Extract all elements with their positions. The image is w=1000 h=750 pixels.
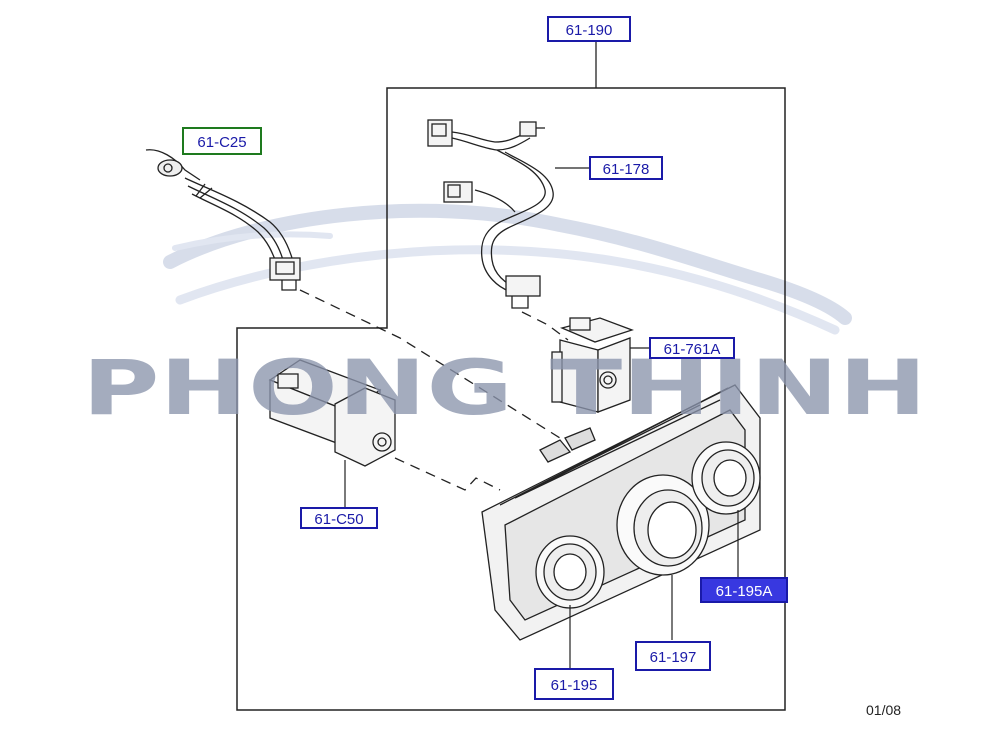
callout-61-761a[interactable]: 61-761A <box>649 337 735 359</box>
switch-c50-drawing <box>268 359 396 467</box>
callout-61-c25[interactable]: 61-C25 <box>182 127 262 155</box>
callout-label-61-c25: 61-C25 <box>197 134 246 151</box>
leader-lines <box>569 510 739 668</box>
watermark-text: PHONG THINH <box>82 343 927 432</box>
callout-61-c50[interactable]: 61-C50 <box>300 507 378 529</box>
actuator-761a-drawing <box>551 317 634 413</box>
assembly-frame <box>236 87 786 711</box>
dashed-guide-lines <box>299 289 569 491</box>
page-number: 01/08 <box>866 702 902 718</box>
harness-178-drawing <box>427 119 554 309</box>
callout-label-61-197: 61-197 <box>650 649 697 666</box>
callout-label-61-761a: 61-761A <box>664 341 721 358</box>
connector-c25-drawing <box>145 149 301 291</box>
callout-61-178[interactable]: 61-178 <box>589 156 663 180</box>
callout-label-61-195a: 61-195A <box>716 583 773 600</box>
callout-label-61-195: 61-195 <box>551 677 598 694</box>
callout-label-61-190: 61-190 <box>566 22 613 39</box>
callout-61-195[interactable]: 61-195 <box>534 668 614 700</box>
callout-label-61-178: 61-178 <box>603 161 650 178</box>
climate-control-panel-drawing <box>481 384 761 641</box>
callout-61-197[interactable]: 61-197 <box>635 641 711 671</box>
callout-61-195a[interactable]: 61-195A <box>700 577 788 603</box>
callout-label-61-c50: 61-C50 <box>314 511 363 528</box>
callout-61-190[interactable]: 61-190 <box>547 16 631 42</box>
